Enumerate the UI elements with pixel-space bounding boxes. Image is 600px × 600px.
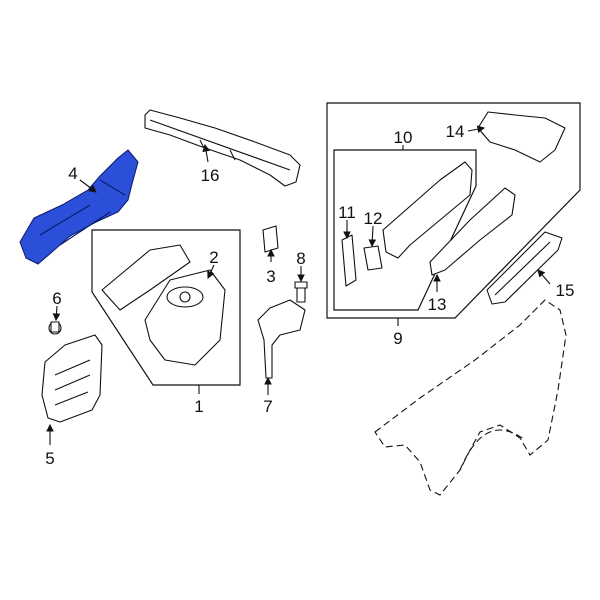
part-3: [262, 225, 279, 253]
part-5: [41, 334, 103, 423]
leader-lines: [46, 125, 551, 445]
part-4-highlighted[interactable]: [19, 149, 139, 265]
callout-13: 13: [428, 295, 447, 314]
callout-9: 9: [393, 329, 402, 348]
part-11: [341, 234, 357, 287]
part-13: [429, 187, 516, 276]
part-6: [48, 321, 62, 335]
callout-11: 11: [338, 203, 356, 222]
part-7: [257, 299, 306, 379]
callout-2: 2: [209, 248, 218, 267]
callout-12: 12: [364, 209, 383, 228]
fender-wheel-arch: [459, 429, 526, 471]
callout-14: 14: [446, 122, 465, 141]
group-box-9: [326, 102, 581, 319]
callout-16: 16: [201, 166, 220, 185]
part-8: [294, 281, 308, 303]
callout-6: 6: [52, 289, 61, 308]
callout-5: 5: [45, 449, 54, 468]
part-16: [144, 109, 301, 187]
callout-1: 1: [194, 397, 203, 416]
callout-8: 8: [296, 249, 305, 268]
callout-10: 10: [394, 128, 413, 147]
part-10: [382, 161, 473, 259]
part-2: [101, 244, 226, 366]
part-12: [363, 245, 383, 271]
callout-7: 7: [263, 397, 272, 416]
part-15: [486, 231, 563, 305]
callout-15: 15: [556, 281, 575, 300]
part-14: [477, 111, 566, 163]
fender-outline: [374, 299, 567, 496]
group-box-1: [91, 229, 241, 386]
callout-4: 4: [68, 164, 77, 183]
callout-3: 3: [266, 267, 275, 286]
